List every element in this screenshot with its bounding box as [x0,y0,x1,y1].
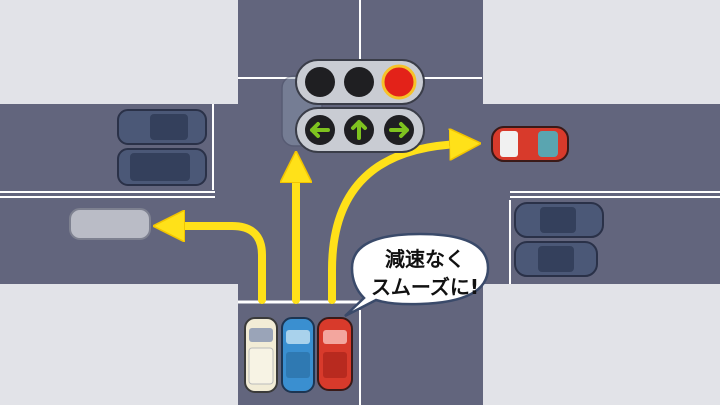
red-car-right [491,126,569,162]
queued-car-3 [317,317,353,391]
right-arrow-signal [384,115,414,145]
speech-bubble-text: 減速なく スムーズに! [366,245,484,301]
queued-car-1 [244,317,278,393]
left-arrow-signal [305,115,335,145]
parked-car-left-1 [117,109,207,145]
signal-lamp-off-1 [305,67,335,97]
signal-lamp-red [381,64,417,100]
straight-arrow-signal [344,115,374,145]
path-arrows [172,144,462,304]
speech-bubble [344,232,490,318]
speech-line-1: 減速なく [385,247,465,271]
queued-car-2 [281,317,315,393]
parked-car-left-2 [117,148,207,186]
parked-car-right-1 [514,202,604,238]
signal-lamp-off-2 [344,67,374,97]
faded-car-left [69,208,151,240]
right-turn-path [328,144,462,304]
traffic-signal [295,59,425,153]
parked-car-right-2 [514,241,598,277]
speech-line-2: スムーズに! [370,275,480,299]
left-turn-path [172,226,266,304]
